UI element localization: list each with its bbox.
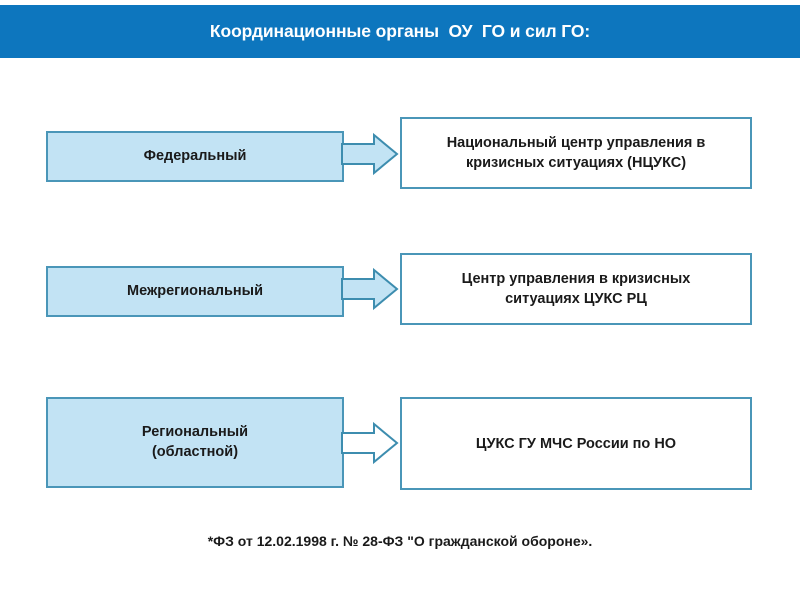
org-box-nculs: Национальный центр управления в кризисны… [400,117,752,189]
org-box-cuks-rc: Центр управления в кризисных ситуациях Ц… [400,253,752,325]
arrow-right-icon [341,266,399,312]
arrow-right-icon [341,420,399,466]
level-box-interregional: Межрегиональный [46,266,344,317]
level-label-line1: Межрегиональный [127,282,263,299]
level-box-regional: Региональный (областной) [46,397,344,488]
org-label-line2: ситуациях ЦУКС РЦ [505,291,647,307]
page-title: Координационные органы ОУ ГО и сил ГО: [209,21,591,41]
header-banner: Координационные органы ОУ ГО и сил ГО: [0,5,800,58]
level-label-line2: (областной) [151,443,239,460]
arrow-right-icon [341,131,399,177]
level-label-line1: Региональный [141,424,249,441]
org-label-line1: Национальный центр управления в [446,135,706,151]
org-label-line1: ЦУКС ГУ МЧС России по НО [475,435,677,452]
level-label-line1: Федеральный [143,147,247,164]
footnote-text: *ФЗ от 12.02.1998 г. № 28-ФЗ "О гражданс… [207,533,593,549]
level-box-federal: Федеральный [46,131,344,182]
org-box-cuks-gu-mchs: ЦУКС ГУ МЧС России по НО [400,397,752,490]
org-label-line2: кризисных ситуациях (НЦУКС) [465,155,687,171]
org-label-line1: Центр управления в кризисных [461,271,691,287]
